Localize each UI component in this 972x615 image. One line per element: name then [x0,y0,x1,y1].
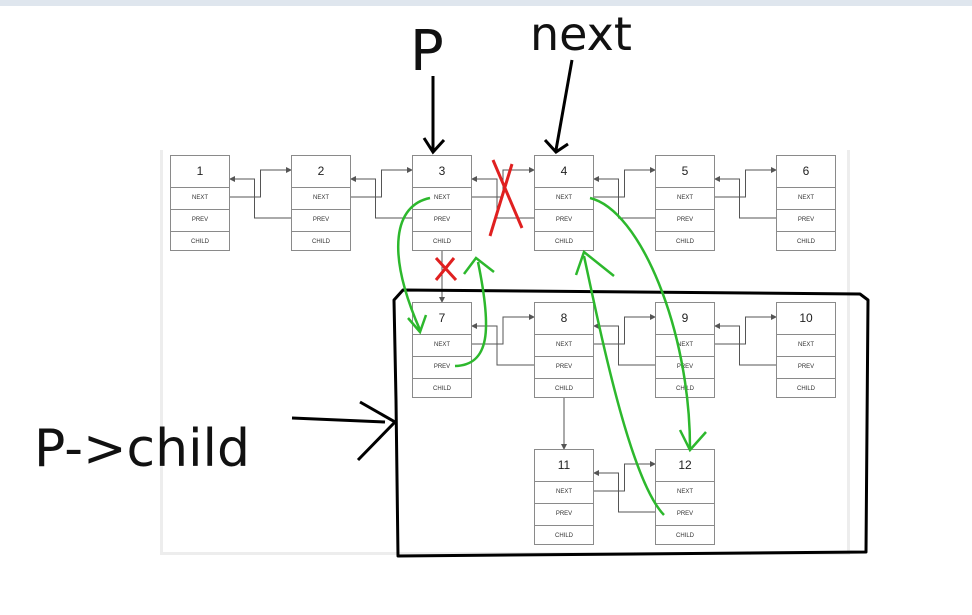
node-field-child: CHILD [796,239,815,245]
node-value: 3 [413,156,471,188]
connector-prev [350,176,412,219]
node-field-prev: PREV [656,504,714,526]
node-value: 8 [535,303,593,335]
connector-next [472,314,535,345]
node-field-prev: PREV [777,210,835,232]
node-field-next: NEXT [656,482,714,504]
p-arrow [422,76,446,155]
connector-prev [229,176,291,219]
node-field-child: CHILD [554,533,573,539]
node-value: 5 [656,156,714,188]
green-arrow-3-to-7 [396,196,431,331]
connector-prev [714,176,776,219]
node-field-prev: PREV [413,357,471,379]
node-field-prev: PREV [292,210,350,232]
node-field-prev: PREV [413,210,471,232]
node-field-next: NEXT [535,335,593,357]
node-field-child: CHILD [796,386,815,392]
node-value: 11 [535,450,593,482]
connector-next [715,167,777,198]
node-field-next: NEXT [292,188,350,210]
node-value: 10 [777,303,835,335]
node-field-child: CHILD [432,239,451,245]
node-value: 1 [171,156,229,188]
node-field-next: NEXT [535,482,593,504]
node-value: 6 [777,156,835,188]
p-child-arrow [291,400,398,462]
green-arrow-4-to-12 [589,196,692,449]
node-field-child: CHILD [675,239,694,245]
node-field-child: CHILD [190,239,209,245]
connector-prev [593,323,655,366]
node-field-next: NEXT [777,188,835,210]
node-value: 2 [292,156,350,188]
green-arrow-7-to-3 [454,261,488,368]
node-value: 4 [535,156,593,188]
node-field-child: CHILD [554,386,573,392]
node-field-next: NEXT [413,188,471,210]
node-field-next: NEXT [656,335,714,357]
connector-prev [593,470,655,513]
node-field-prev: PREV [535,357,593,379]
node-field-prev: PREV [656,210,714,232]
node-field-child: CHILD [675,533,694,539]
connector-prev [714,323,776,366]
node-field-next: NEXT [656,188,714,210]
node-field-next: NEXT [413,335,471,357]
node-field-prev: PREV [171,210,229,232]
connector-next [715,314,777,345]
next-arrow [543,59,574,154]
node-field-next: NEXT [171,188,229,210]
node-field-next: NEXT [535,188,593,210]
node-field-prev: PREV [535,504,593,526]
window-top-bar [0,0,972,6]
node-field-child: CHILD [311,239,330,245]
connector-next [594,167,656,198]
connector-prev [471,323,534,366]
connector-next [351,167,413,198]
node-value: 7 [413,303,471,335]
node-field-prev: PREV [535,210,593,232]
label-next: next [530,7,632,61]
label-p: P [410,19,444,84]
red-x-big [488,159,524,237]
node-field-prev: PREV [777,357,835,379]
connector-next [594,461,656,492]
red-x-small [434,256,458,282]
node-field-child: CHILD [432,386,451,392]
child-list-box [392,288,870,558]
label-p-child: P->child [34,419,250,479]
connector-next [594,314,656,345]
connector-prev [593,176,655,219]
node-value: 9 [656,303,714,335]
connector-next [230,167,292,198]
node-field-next: NEXT [777,335,835,357]
connector-prev [471,176,534,219]
node-field-child: CHILD [554,239,573,245]
green-arrow-12-to-4 [582,255,665,516]
node-value: 12 [656,450,714,482]
